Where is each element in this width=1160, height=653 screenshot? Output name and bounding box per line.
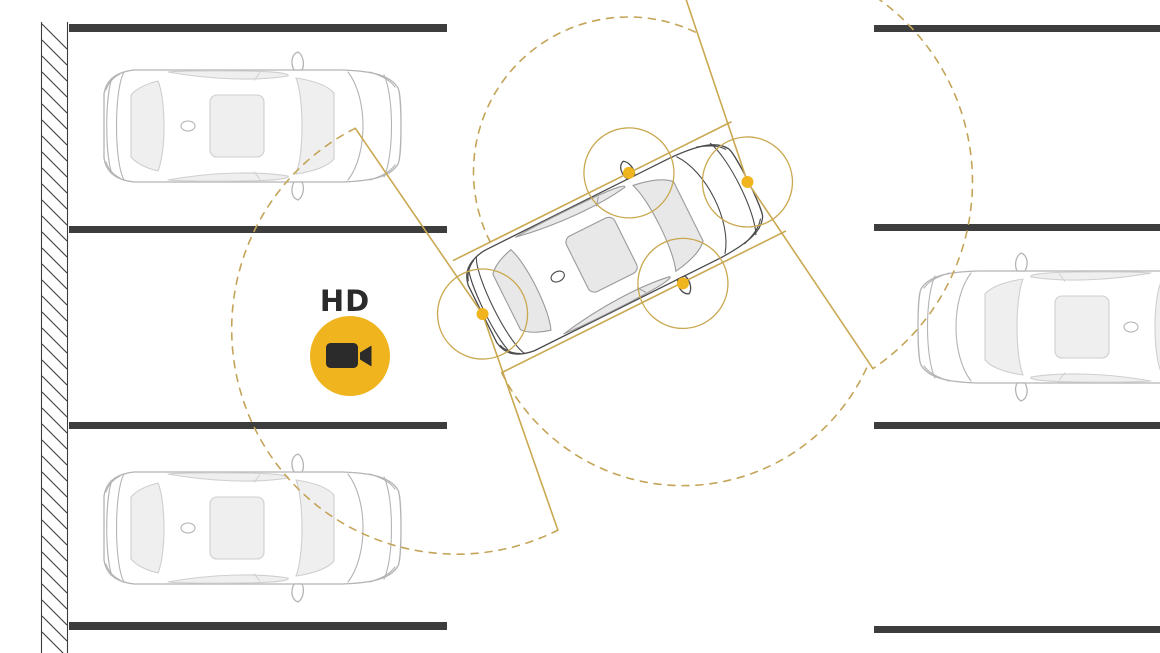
left-mirror-camera-dot <box>622 166 635 179</box>
left-mirror-camera-near-circle <box>583 127 675 219</box>
parking-line <box>874 224 1160 231</box>
parking-line <box>69 24 447 32</box>
parking-line <box>874 422 1160 429</box>
camera-coverage-overlay <box>230 0 974 555</box>
wall-hatched-strip <box>40 22 69 653</box>
video-camera-icon <box>326 343 372 368</box>
parking-line <box>874 626 1160 633</box>
wall-hatch-lines <box>41 23 68 653</box>
parked-car-top-left <box>104 52 401 200</box>
parking-line <box>874 25 1160 32</box>
front-camera-near-circle <box>701 136 794 228</box>
parking-stall-lines-left <box>69 24 447 630</box>
front-camera-coverage-arc <box>674 0 974 370</box>
right-mirror-coverage-arc <box>500 361 870 487</box>
right-mirror-fov-line <box>502 230 787 373</box>
left-mirror-fov-line <box>452 121 732 262</box>
ego-car <box>449 115 782 381</box>
hd-label: HD <box>320 284 370 318</box>
rear-camera-dot <box>476 308 489 321</box>
right-mirror-camera-dot <box>676 277 689 290</box>
left-mirror-coverage-arc <box>472 16 699 243</box>
parking-line <box>69 226 447 233</box>
parking-line <box>69 422 447 429</box>
parking-stall-lines-right <box>874 25 1160 633</box>
parking-line <box>69 622 447 630</box>
rear-camera-near-circle <box>436 268 529 360</box>
rear-camera-coverage-arc <box>230 127 559 555</box>
parked-car-right <box>918 253 1160 401</box>
front-camera-dot <box>741 175 754 188</box>
parked-car-bottom-left <box>104 454 401 602</box>
hd-badge: HD <box>310 284 390 396</box>
right-mirror-camera-near-circle <box>637 237 729 330</box>
